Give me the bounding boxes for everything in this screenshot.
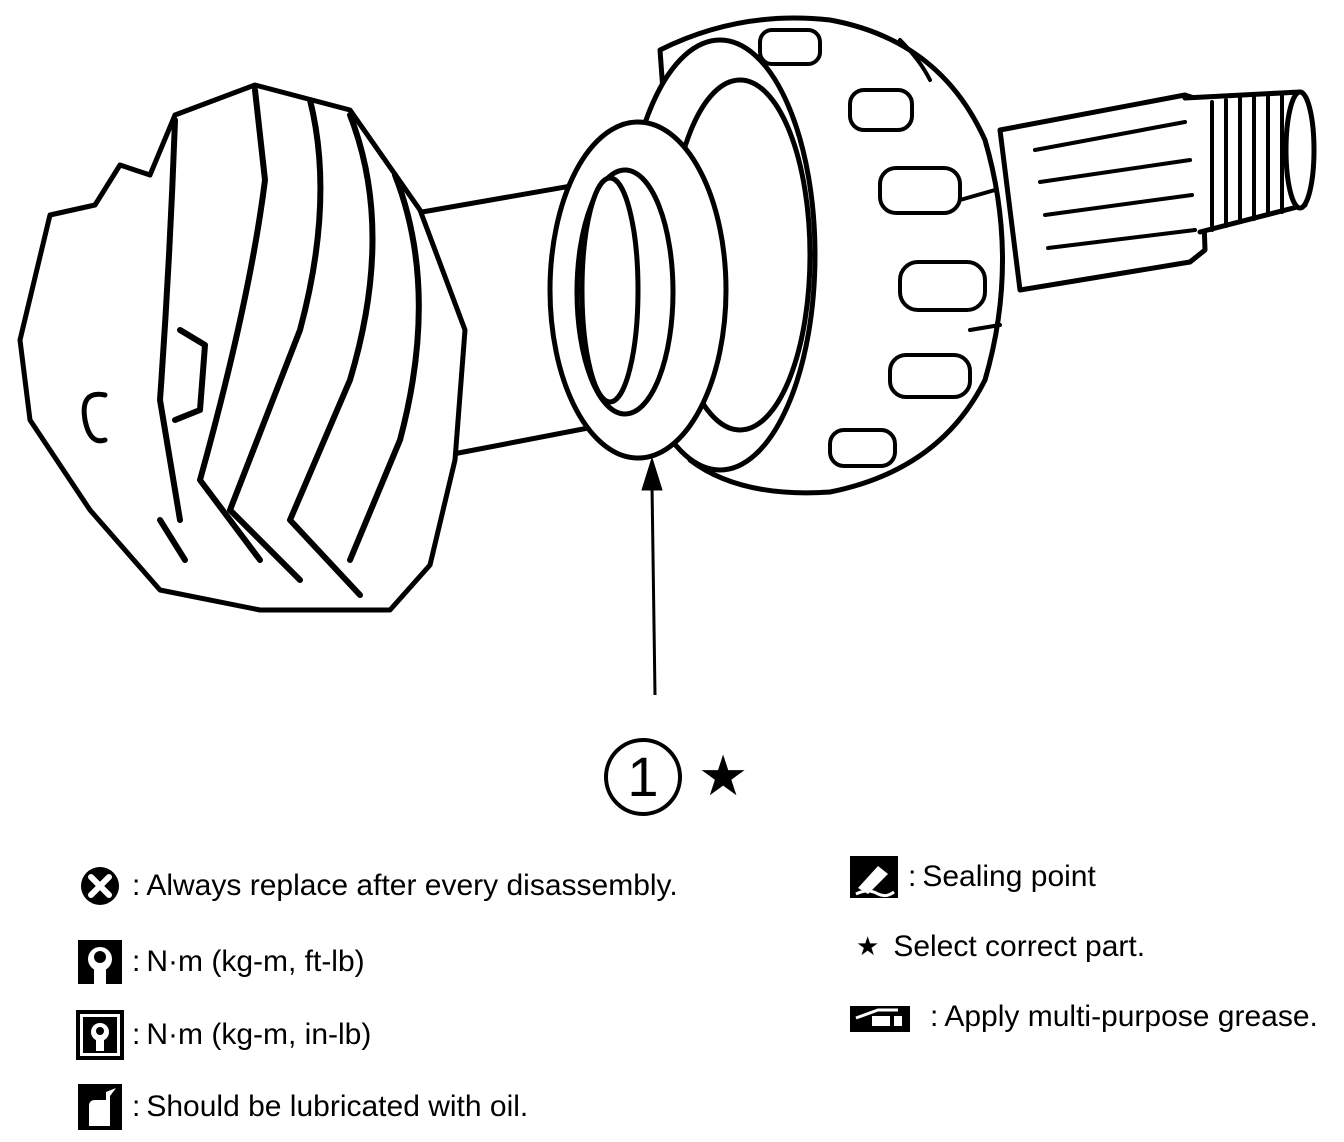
legend-oil-text: Should be lubricated with oil. (146, 1090, 529, 1123)
legend-torque-ftlb: : N·m (kg-m, ft-lb) (76, 938, 365, 986)
legend-grease: : Apply multi-purpose grease. (848, 1000, 1318, 1034)
legend-separator: : (132, 1090, 141, 1123)
leader-arrow (641, 456, 663, 696)
legend-separator: : (132, 945, 141, 978)
threaded-shaft-end (997, 89, 1317, 293)
legend-grease-text: Apply multi-purpose grease. (944, 1000, 1318, 1033)
legend-separator: : (132, 869, 141, 902)
sealant-tube-icon (850, 856, 898, 898)
legend-separator: : (930, 1000, 939, 1033)
star-icon: ★ (856, 932, 880, 962)
legend-replace: : Always replace after every disassembly… (76, 866, 678, 906)
grease-gun-icon (850, 1006, 910, 1032)
torque-wrench-filled-icon (76, 1010, 124, 1060)
callout-star: ★ (698, 744, 749, 809)
legend-sealing-text: Sealing point (922, 860, 1096, 893)
legend-oil: : Should be lubricated with oil. (76, 1082, 528, 1132)
legend-replace-text: Always replace after every disassembly. (146, 869, 678, 902)
legend-torque-inlb: : N·m (kg-m, in-lb) (76, 1010, 371, 1060)
legend-torque-ftlb-text: N·m (kg-m, ft-lb) (146, 945, 365, 978)
legend-sealing: : Sealing point (848, 854, 1096, 900)
oil-can-icon (78, 1084, 122, 1130)
adjusting-shim (547, 119, 729, 461)
part-callout: 1 ★ (604, 732, 748, 822)
replace-x-icon (81, 867, 119, 905)
callout-number: 1 (604, 738, 682, 816)
legend-select-part-text: Select correct part. (893, 930, 1146, 963)
legend-separator: : (908, 860, 917, 893)
legend-select-part: ★ Select correct part. (856, 930, 1145, 964)
torque-wrench-icon (78, 940, 122, 984)
legend-separator: : (132, 1018, 141, 1051)
legend-torque-inlb-text: N·m (kg-m, in-lb) (146, 1018, 372, 1051)
drive-pinion-illustration (17, 15, 1317, 696)
pinion-gear (17, 82, 468, 613)
